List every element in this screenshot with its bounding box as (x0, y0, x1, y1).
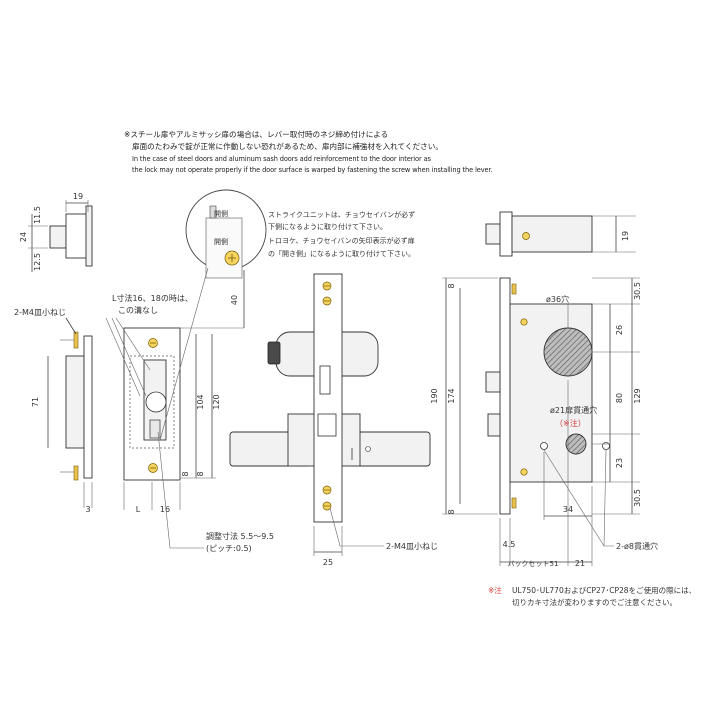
dim-120: 120 (212, 394, 221, 409)
strike-side-view: 71 3 2-M4皿小ねじ (14, 308, 93, 514)
label-adjust-1: 調整寸法 5.5～9.5 (206, 531, 274, 541)
dim-25: 25 (323, 558, 333, 567)
dim-21: 21 (575, 559, 585, 568)
footnote-mark: ※注 (488, 585, 502, 595)
dim-30-5-top: 30.5 (633, 282, 642, 300)
footnote-line2: 切りカキ寸法が変わりますのでご注意ください。 (512, 597, 677, 607)
dim-8-lock-bottom: 8 (447, 509, 456, 514)
lock-side-view: 30.5 26 129 80 23 30.5 190 174 8 8 34 4.… (430, 277, 658, 568)
label-screw-front: 2-M4皿小ねじ (386, 542, 438, 551)
strike-front-view: L 16 40 104 120 8 8 L寸法16、18の時は、 この溝なし 調… (105, 270, 274, 553)
dim-129: 129 (633, 388, 642, 403)
dim-12-5: 12.5 (33, 253, 42, 271)
lock-top-view: 19 (485, 211, 636, 257)
dim-3-strike: 3 (85, 505, 90, 514)
dim-40: 40 (230, 295, 239, 305)
strike-note-1: ストライクユニットは、チョウセイバンが必ず (268, 210, 415, 219)
dim-104: 104 (196, 394, 205, 409)
note-en-line1: In the case of steel doors and aluminum … (132, 155, 431, 163)
dim-190: 190 (430, 388, 439, 403)
dim-30-5-bottom: 30.5 (633, 489, 642, 507)
label-hole36: ø36穴 (546, 294, 569, 304)
dim-80: 80 (615, 393, 624, 403)
dim-16: 16 (160, 505, 170, 514)
dim-71: 71 (31, 397, 40, 407)
dim-26: 26 (615, 325, 624, 335)
label-l-note-2: この溝なし (118, 305, 158, 315)
label-open-side-2: 開側 (214, 237, 228, 246)
dim-11-5: 11.5 (33, 206, 42, 224)
dim-backset: バックセット51 (508, 560, 559, 568)
label-hole21-note: （※注） (555, 418, 586, 428)
strike-note-2: 下側になるように取り付けて下さい。 (268, 222, 387, 231)
dim-L: L (136, 505, 141, 514)
strike-top-view: 19 11.5 24 12.5 (19, 192, 93, 272)
dim-8-strike-b: 8 (181, 471, 190, 476)
strike-note-3: トロヨケ、チョウセイバンの矢印表示が必ず扉 (268, 236, 415, 245)
dim-8-strike-a: 8 (196, 471, 205, 476)
dim-8-lock-top: 8 (447, 283, 456, 288)
label-hole8: 2-ø8貫通穴 (616, 541, 658, 551)
lock-front-view: 25 2-M4皿小ねじ (229, 273, 438, 567)
label-adjust-2: (ピッチ:0.5) (206, 544, 252, 553)
note-en-line2: the lock may not operate properly if the… (132, 166, 493, 174)
label-open-side-1: 開側 (214, 209, 228, 218)
label-l-note-1: L寸法16、18の時は、 (112, 293, 193, 303)
label-hole21: ø21扉貫通穴 (550, 405, 597, 415)
strike-note-4: の「開き側」になるように取り付けて下さい。 (268, 249, 415, 258)
dim-23: 23 (615, 458, 624, 468)
footnote: ※注 UL750･UL770およびCP27･CP28をご使用の際には、 切りカキ… (488, 585, 696, 607)
dim-4-5: 4.5 (503, 540, 516, 549)
dim-34: 34 (563, 505, 573, 514)
footnote-line1: UL750･UL770およびCP27･CP28をご使用の際には、 (512, 585, 696, 595)
dim-24: 24 (19, 232, 28, 242)
dim-174: 174 (447, 388, 456, 403)
label-screw-strike: 2-M4皿小ねじ (14, 308, 66, 317)
dim-19-lock: 19 (621, 231, 630, 241)
strike-inset: 開側 開側 ストライクユニットは、チョウセイバンが必ず 下側になるように取り付け… (159, 189, 415, 441)
note-jp-line1: ※スチール扉やアルミサッシ扉の場合は、レバー取付時のネジ締め付けによる (124, 130, 389, 139)
note-jp-line2: 扉面のたわみで錠が正常に作動しない恐れがあるため、扉内部に補強材を入れてください… (132, 142, 443, 151)
dim-19-top: 19 (73, 192, 83, 201)
